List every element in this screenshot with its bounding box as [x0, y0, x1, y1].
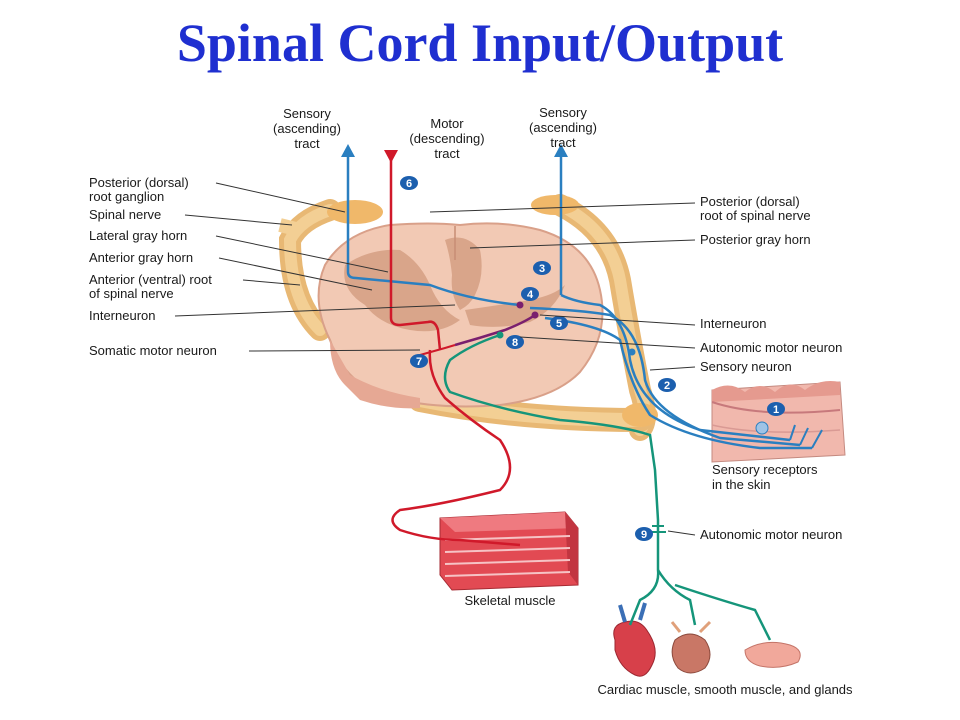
skeletal-muscle-block	[439, 511, 579, 591]
motor-tract-label-1: Motor	[430, 116, 464, 131]
label-lateral-gray-horn: Lateral gray horn	[89, 228, 187, 243]
marker-4: 4	[521, 287, 539, 301]
marker-6: 6	[400, 176, 418, 190]
marker-7: 7	[410, 354, 428, 368]
marker-1: 1	[767, 402, 785, 416]
page-title: Spinal Cord Input/Output	[176, 13, 784, 73]
label-skeletal-muscle: Skeletal muscle	[464, 593, 555, 608]
marker-2: 2	[658, 378, 676, 392]
svg-text:4: 4	[527, 289, 534, 301]
heart-icon	[613, 620, 656, 677]
arrow-up-icon	[554, 144, 568, 157]
svg-text:3: 3	[539, 263, 545, 275]
svg-text:2: 2	[664, 380, 670, 392]
ganglion-junction	[622, 403, 658, 427]
nerve-roots	[278, 194, 658, 441]
label-spinal-nerve: Spinal nerve	[89, 207, 161, 222]
svg-text:9: 9	[641, 529, 647, 541]
svg-text:5: 5	[556, 318, 562, 330]
bladder-icon	[671, 633, 711, 674]
motor-tract	[389, 155, 442, 351]
left-labels: Posterior (dorsal) root ganglion Spinal …	[89, 175, 217, 358]
skin-block	[711, 381, 846, 463]
marker-9: 9	[635, 527, 653, 541]
sensory-tract-left-label-3: tract	[294, 136, 320, 151]
label-somatic-motor-neuron: Somatic motor neuron	[89, 343, 217, 358]
label-anterior-ventral-root-1: Anterior (ventral) root	[89, 272, 212, 287]
label-posterior-dorsal-root-ganglion-1: Posterior (dorsal)	[89, 175, 189, 190]
tract-arrows	[341, 144, 568, 163]
right-labels: Posterior (dorsal) root of spinal nerve …	[700, 194, 842, 374]
step-markers: 1 2 3 4 5 6 7 8 9	[400, 176, 785, 541]
label-interneuron-left: Interneuron	[89, 308, 156, 323]
label-anterior-ventral-root-2: of spinal nerve	[89, 286, 174, 301]
marker-5: 5	[550, 316, 568, 330]
dorsal-root-ganglion-left	[327, 200, 383, 224]
marker-3: 3	[533, 261, 551, 275]
svg-text:8: 8	[512, 337, 518, 349]
organs	[613, 602, 801, 677]
label-posterior-dorsal-root-1: Posterior (dorsal)	[700, 194, 800, 209]
label-sensory-receptors-2: in the skin	[712, 477, 771, 492]
sensory-tract-right-label-3: tract	[550, 135, 576, 150]
spinal-cord-body	[317, 222, 604, 409]
interneuron-path	[454, 313, 536, 347]
right-leader-lines	[429, 202, 696, 536]
label-posterior-gray-horn: Posterior gray horn	[700, 232, 811, 247]
svg-text:6: 6	[406, 178, 412, 190]
label-autonomic-motor-neuron-bottom: Autonomic motor neuron	[700, 527, 842, 542]
label-autonomic-motor-neuron-top: Autonomic motor neuron	[700, 340, 842, 355]
pathways	[346, 150, 823, 641]
synapse-dots	[496, 301, 636, 356]
label-interneuron-right: Interneuron	[700, 316, 767, 331]
left-leader-lines	[174, 182, 456, 352]
svg-text:7: 7	[416, 356, 422, 368]
tract-labels: Sensory (ascending) tract Motor (descend…	[273, 105, 597, 161]
motor-tract-label-2: (descending)	[409, 131, 484, 146]
label-sensory-neuron: Sensory neuron	[700, 359, 792, 374]
arrow-down-icon	[384, 150, 398, 163]
gland-icon	[744, 641, 801, 668]
label-posterior-dorsal-root-2: root of spinal nerve	[700, 208, 811, 223]
label-anterior-gray-horn: Anterior gray horn	[89, 250, 193, 265]
marker-8: 8	[506, 335, 524, 349]
sensory-tract-right-label-1: Sensory	[539, 105, 587, 120]
dorsal-root-ganglion-right	[531, 195, 579, 215]
sensory-tract-right-label-2: (ascending)	[529, 120, 597, 135]
motor-tract-label-3: tract	[434, 146, 460, 161]
somatic-motor-path	[391, 349, 521, 547]
label-posterior-dorsal-root-ganglion-2: root ganglion	[89, 189, 164, 204]
label-effectors: Cardiac muscle, smooth muscle, and gland…	[597, 682, 853, 697]
svg-text:1: 1	[773, 404, 779, 416]
sensory-tract-left-label-1: Sensory	[283, 106, 331, 121]
sensory-tract-left-label-2: (ascending)	[273, 121, 341, 136]
sensory-neuron-path	[560, 293, 791, 442]
arrow-up-icon	[341, 144, 355, 157]
label-sensory-receptors-1: Sensory receptors	[712, 462, 818, 477]
